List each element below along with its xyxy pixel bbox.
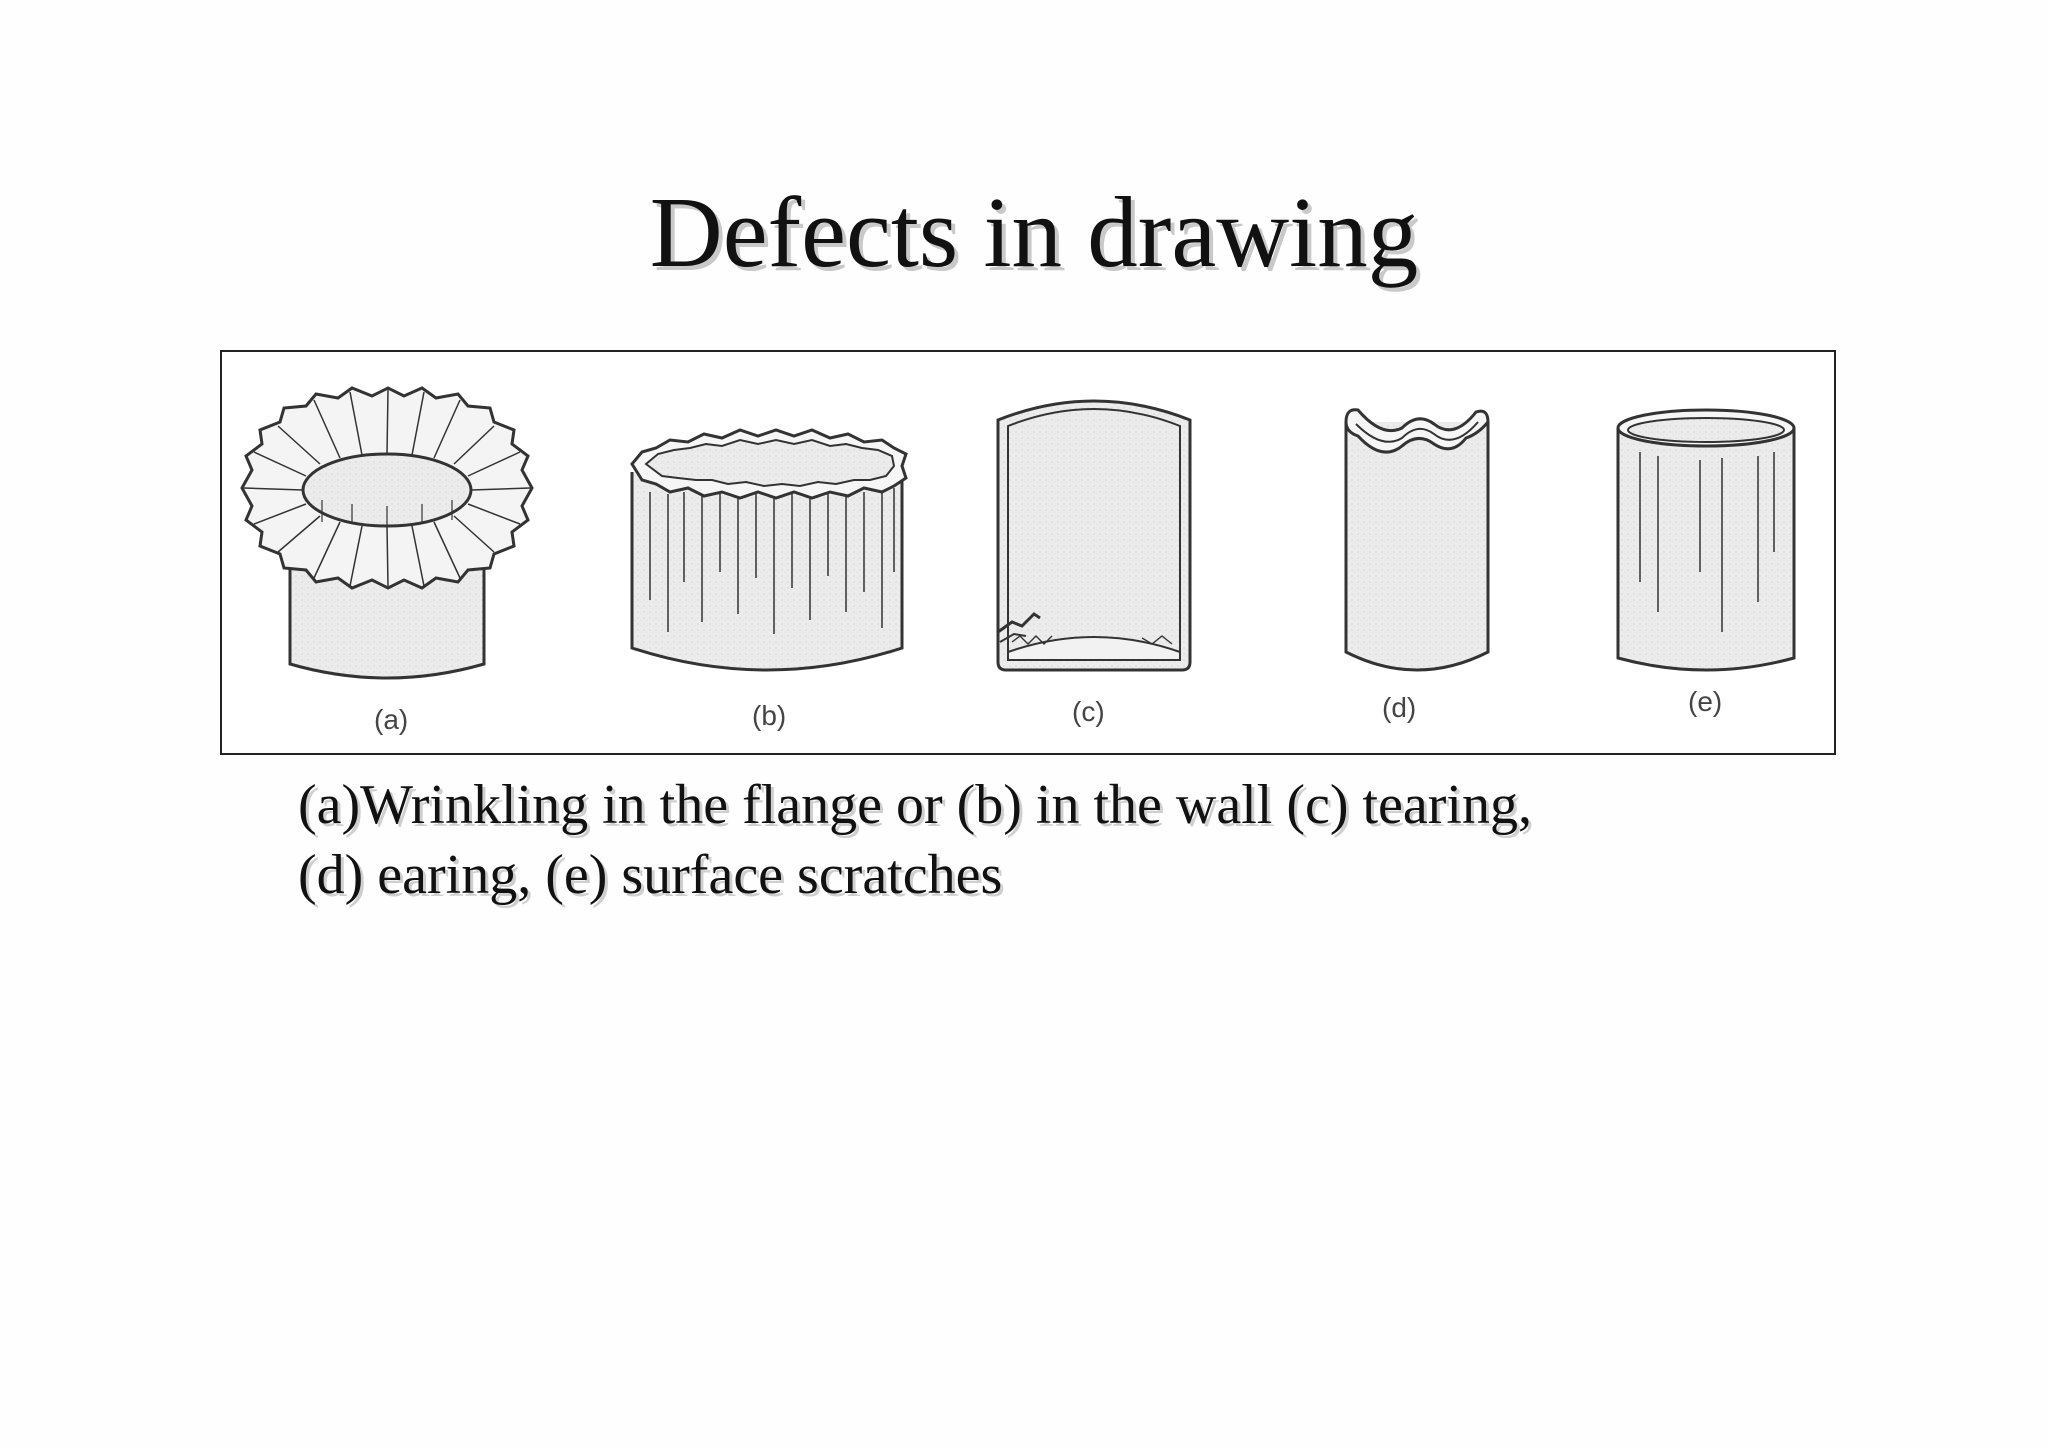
- caption-line-2: (d) earing, (e) surface scratches: [298, 844, 1003, 906]
- caption-line-1: (a)Wrinkling in the flange or (b) in the…: [298, 774, 1532, 836]
- cup-c-tearing: [996, 399, 1192, 672]
- figure-label-a: (a): [374, 704, 409, 735]
- figure-label-e: (e): [1688, 686, 1723, 717]
- figure-label-b: (b): [752, 700, 787, 731]
- defects-figure: (a) (b) (c) (d) (e): [220, 350, 1836, 755]
- figure-label-d: (d): [1382, 692, 1417, 723]
- figure-caption: (a)Wrinkling in the flange or (b) in the…: [298, 770, 1798, 910]
- defects-illustration: [240, 386, 1796, 680]
- cup-d-earing: [1344, 408, 1490, 672]
- cup-a-flange-wrinkling: [240, 386, 534, 680]
- figure-label-c: (c): [1072, 696, 1105, 727]
- cup-e-surface-scratches: [1616, 408, 1796, 672]
- cup-b-wall-wrinkling: [630, 428, 908, 672]
- slide-title: Defects in drawing: [649, 176, 1419, 288]
